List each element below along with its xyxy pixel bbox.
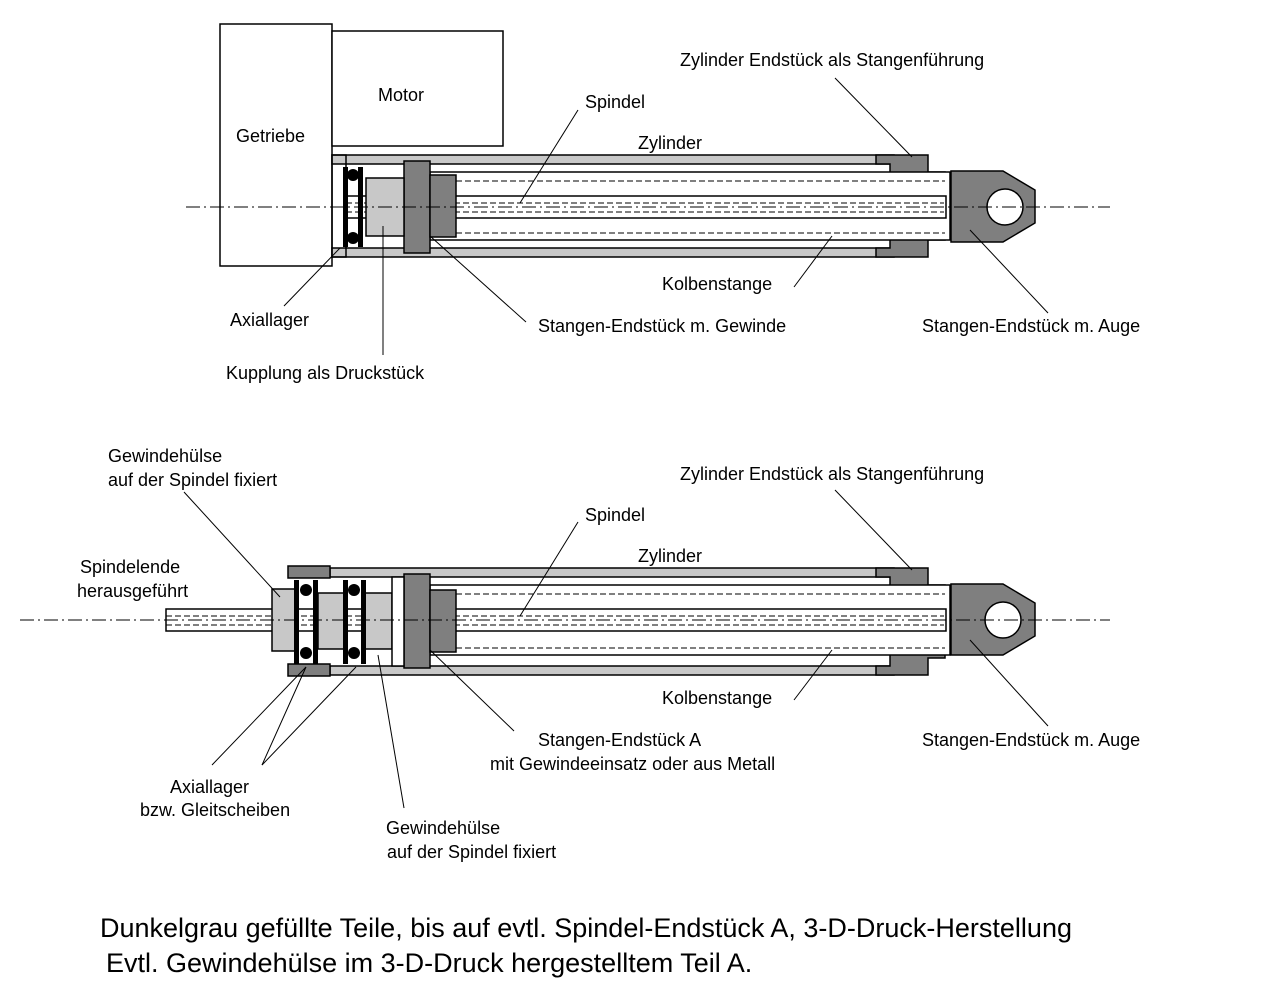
label-spindelende-2: herausgeführt xyxy=(77,581,188,601)
label-axiallager-top: Axiallager xyxy=(230,310,309,330)
bottom-bearing-2-disc-a xyxy=(343,580,348,664)
label-axiallager-1: Axiallager xyxy=(170,777,249,797)
label-gewindehuelse-right-1: Gewindehülse xyxy=(386,818,500,838)
bottom-bearing-2-ball-2 xyxy=(348,647,360,659)
label-stangen-endstueck-gewinde: Stangen-Endstück m. Gewinde xyxy=(538,316,786,336)
label-stangen-endstueck-auge-top: Stangen-Endstück m. Auge xyxy=(922,316,1140,336)
bottom-bearing-1-ball-2 xyxy=(300,647,312,659)
caption-line-2: Evtl. Gewindehülse im 3-D-Druck hergeste… xyxy=(106,948,752,978)
gearbox-box xyxy=(219,23,333,267)
bottom-housing-inner xyxy=(317,592,347,650)
label-axiallager-2: bzw. Gleitscheiben xyxy=(140,800,290,820)
caption-line-1: Dunkelgrau gefüllte Teile, bis auf evtl.… xyxy=(100,913,1072,943)
label-motor: Motor xyxy=(378,85,424,105)
motor-box xyxy=(331,30,504,147)
bottom-bearing-1-disc-a xyxy=(294,580,299,664)
bottom-bearing-2-ball-1 xyxy=(348,584,360,596)
bottom-cylinder-housing-left-low xyxy=(287,663,331,677)
label-zylinder-endstueck-bottom: Zylinder Endstück als Stangenführung xyxy=(680,464,984,484)
label-spindel-bottom: Spindel xyxy=(585,505,645,525)
label-getriebe: Getriebe xyxy=(236,126,305,146)
label-stangen-endstueck-a-2: mit Gewindeeinsatz oder aus Metall xyxy=(490,754,775,774)
bottom-bearing-2-disc-b xyxy=(361,580,366,664)
label-kolbenstange-top: Kolbenstange xyxy=(662,274,772,294)
label-gewindehuelse-left-2: auf der Spindel fixiert xyxy=(108,470,277,490)
label-zylinder-bottom: Zylinder xyxy=(638,546,702,566)
bottom-bearing-1-disc-b xyxy=(313,580,318,664)
label-spindelende-1: Spindelende xyxy=(80,557,180,577)
top-axial-bearing-ball-1 xyxy=(347,169,359,181)
bottom-assembly: Gewindehülse auf der Spindel fixiert Spi… xyxy=(20,446,1140,862)
bottom-cylinder-housing-left xyxy=(287,565,331,579)
label-zylinder-top: Zylinder xyxy=(638,133,702,153)
label-zylinder-endstueck-top: Zylinder Endstück als Stangenführung xyxy=(680,50,984,70)
bottom-threaded-sleeve-right xyxy=(363,592,393,650)
bottom-rod-end-a-gap xyxy=(391,576,405,667)
top-axial-bearing-disc-a xyxy=(343,167,348,247)
top-assembly: Getriebe Motor Spindel Zylinder Zylinder… xyxy=(186,23,1140,383)
label-stangen-endstueck-auge-bottom: Stangen-Endstück m. Auge xyxy=(922,730,1140,750)
label-kolbenstange-bottom: Kolbenstange xyxy=(662,688,772,708)
top-axial-bearing-ball-2 xyxy=(347,232,359,244)
label-gewindehuelse-left-1: Gewindehülse xyxy=(108,446,222,466)
bottom-bearing-1-ball-1 xyxy=(300,584,312,596)
label-spindel-top: Spindel xyxy=(585,92,645,112)
bottom-rod-end-a-flange xyxy=(403,573,431,669)
label-kupplung: Kupplung als Druckstück xyxy=(226,363,425,383)
bottom-rod-end-a-body xyxy=(429,589,457,653)
label-gewindehuelse-right-2: auf der Spindel fixiert xyxy=(387,842,556,862)
label-stangen-endstueck-a-1: Stangen-Endstück A xyxy=(538,730,701,750)
top-rod-end-thread-body xyxy=(429,174,457,238)
